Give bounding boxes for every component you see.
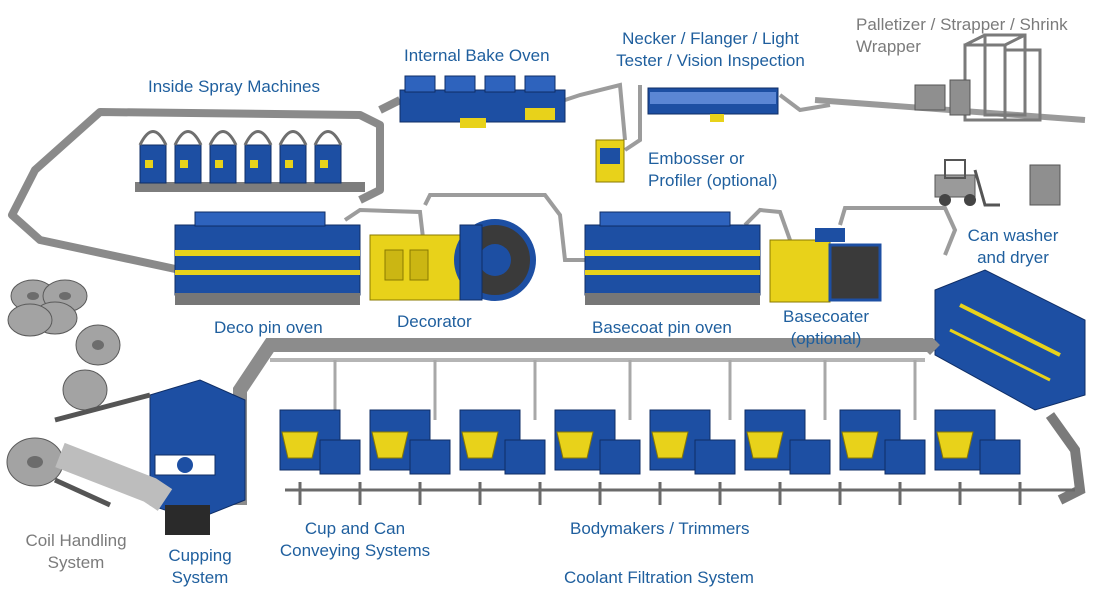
upper-conveyor [8,96,402,279]
middle-pipes [343,193,958,262]
label-basecoater-line1: Basecoater [783,307,869,326]
label-necker-line2: Tester / Vision Inspection [616,51,805,70]
label-palletizer-line1: Palletizer / Strapper / Shrink [856,15,1068,34]
deco-pin-oven [174,211,361,305]
coil-handling [6,279,173,511]
label-cupping-line1: Cupping [168,546,232,565]
forklift [934,159,1000,207]
necker-pipe [564,82,831,152]
label-embosser-line2: Profiler (optional) [648,171,778,190]
label-embosser-line1: Embosser or [648,149,745,168]
label-cupping-line2: System [171,568,229,587]
label-basecoat-oven: Basecoat pin oven [592,318,732,337]
label-coolant: Coolant Filtration System [564,568,754,587]
label-palletizer-line2: Wrapper [856,37,921,56]
label-bake-oven: Internal Bake Oven [404,46,550,65]
label-washer: Can washer and dryer [958,225,1068,269]
label-cupping: Cupping System [155,545,245,589]
label-necker-line1: Necker / Flanger / Light [622,29,799,48]
label-bodymakers: Bodymakers / Trimmers [570,519,750,538]
label-washer-line1: Can washer [967,226,1059,245]
label-spray: Inside Spray Machines [148,77,320,96]
label-deco-oven: Deco pin oven [214,318,323,337]
label-coil-line2: System [47,553,105,572]
label-basecoater: Basecoater (optional) [772,306,880,350]
label-conveying: Cup and Can Conveying Systems [268,518,442,562]
label-washer-line2: and dryer [977,248,1049,267]
cupping-system [149,379,246,535]
label-palletizer: Palletizer / Strapper / Shrink Wrapper [856,14,1068,58]
label-necker: Necker / Flanger / Light Tester / Vision… [598,28,823,72]
coolant-filtration [285,482,1075,505]
bodymakers [279,409,1021,475]
label-coil-line1: Coil Handling [25,531,127,550]
label-coil: Coil Handling System [12,530,140,574]
can-washer-dryer [934,269,1086,411]
palletizer-boxes [914,79,1061,206]
basecoat-pin-oven [584,211,761,305]
inside-spray-machines [135,130,365,192]
label-conveying-line1: Cup and Can [304,519,406,538]
label-embosser: Embosser or Profiler (optional) [648,148,777,192]
basecoater [769,228,882,303]
necker-flanger [647,87,779,122]
decorator [369,219,536,301]
internal-bake-oven [399,75,566,128]
label-conveying-line2: Conveying Systems [279,541,431,560]
label-basecoater-line2: (optional) [790,329,862,348]
label-decorator: Decorator [397,312,472,331]
embosser [595,139,625,183]
